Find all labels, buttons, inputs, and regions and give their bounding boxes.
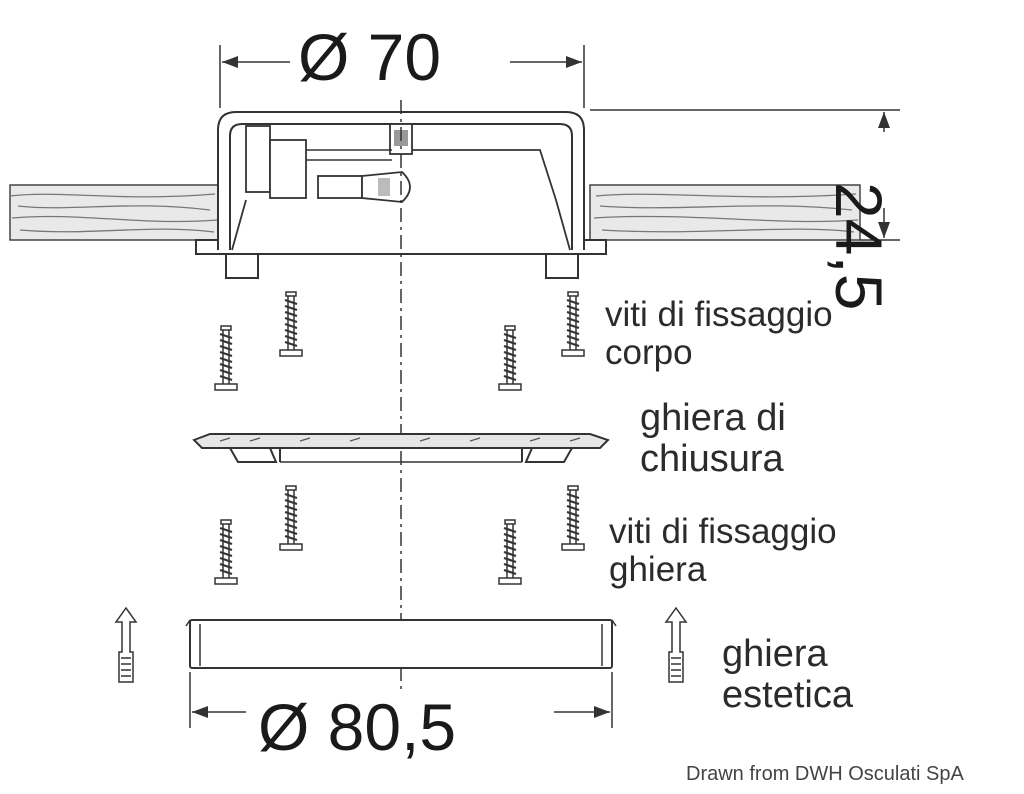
dimension-top-diameter: Ø 70 [298,20,442,94]
label-closing-ring: ghiera di chiusura [640,397,786,481]
label-ring-screws-line1: viti di fissaggio [609,512,837,551]
closing-ring [192,433,610,463]
credit-text: Drawn from DWH Osculati SpA [686,763,964,785]
assembly-arrow-right-icon [665,607,687,683]
cosmetic-ring [185,619,617,669]
assembly-arrow-left-icon [115,607,137,683]
wood-panel-right [589,184,861,241]
dimension-height: 24,5 [822,182,896,311]
halogen-bulb-icon [317,171,411,203]
label-cosmetic-ring-line2: estetica [722,674,853,717]
label-ring-screws: viti di fissaggio ghiera [609,513,837,589]
wood-panel-left [9,184,223,241]
label-body-screws-line1: viti di fissaggio [605,295,833,334]
label-cosmetic-ring: ghiera estetica [722,633,853,717]
label-closing-ring-line1: ghiera di [640,397,786,439]
ring-screws [213,484,586,586]
label-body-screws: viti di fissaggio corpo [605,296,833,372]
dimension-bottom-diameter: Ø 80,5 [258,690,457,764]
body-screws [213,290,586,392]
dimension-line-bottom [189,672,613,728]
label-closing-ring-line2: chiusura [640,438,784,481]
label-cosmetic-ring-line1: ghiera [722,633,828,675]
dimension-line-height [590,109,900,241]
dimension-line-top [219,45,585,108]
label-ring-screws-line2: ghiera [609,549,707,589]
lamp-holder [245,125,392,199]
label-body-screws-line2: corpo [605,332,693,372]
